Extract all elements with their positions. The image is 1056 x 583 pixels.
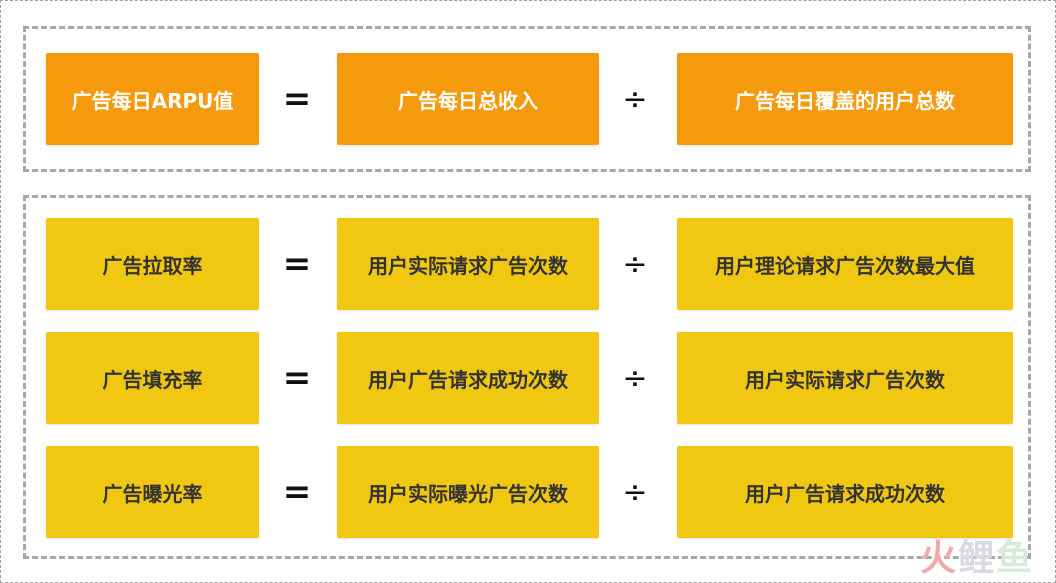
fill-rate-term: 广告填充率	[46, 332, 259, 424]
actual-exposures-term: 用户实际曝光广告次数	[337, 446, 599, 538]
arpu-section	[23, 26, 1031, 172]
rates-section	[23, 195, 1031, 559]
divide-sign: ÷	[622, 361, 648, 396]
arpu-term: 广告每日ARPU值	[46, 53, 259, 145]
watermark-part: 鲤	[957, 538, 996, 579]
exposure-rate-term: 广告曝光率	[46, 446, 259, 538]
equals-sign: =	[282, 244, 312, 284]
pull-rate-term: 广告拉取率	[46, 218, 259, 310]
divide-sign: ÷	[622, 82, 648, 117]
equals-sign: =	[282, 79, 312, 119]
equals-sign: =	[282, 472, 312, 512]
daily-users-term: 广告每日覆盖的用户总数	[677, 53, 1013, 145]
daily-revenue-term: 广告每日总收入	[337, 53, 599, 145]
equals-sign: =	[282, 358, 312, 398]
actual-requests-term: 用户实际请求广告次数	[337, 218, 599, 310]
divide-sign: ÷	[622, 247, 648, 282]
max-theoretical-requests-term: 用户理论请求广告次数最大值	[677, 218, 1013, 310]
watermark-part: 鱼	[995, 538, 1034, 579]
actual-requests-term: 用户实际请求广告次数	[677, 332, 1013, 424]
successful-requests-term: 用户广告请求成功次数	[337, 332, 599, 424]
watermark-logo: 火鲤鱼	[920, 529, 1034, 581]
divide-sign: ÷	[622, 475, 648, 510]
watermark-part: 火	[919, 538, 958, 579]
successful-requests-term: 用户广告请求成功次数	[677, 446, 1013, 538]
